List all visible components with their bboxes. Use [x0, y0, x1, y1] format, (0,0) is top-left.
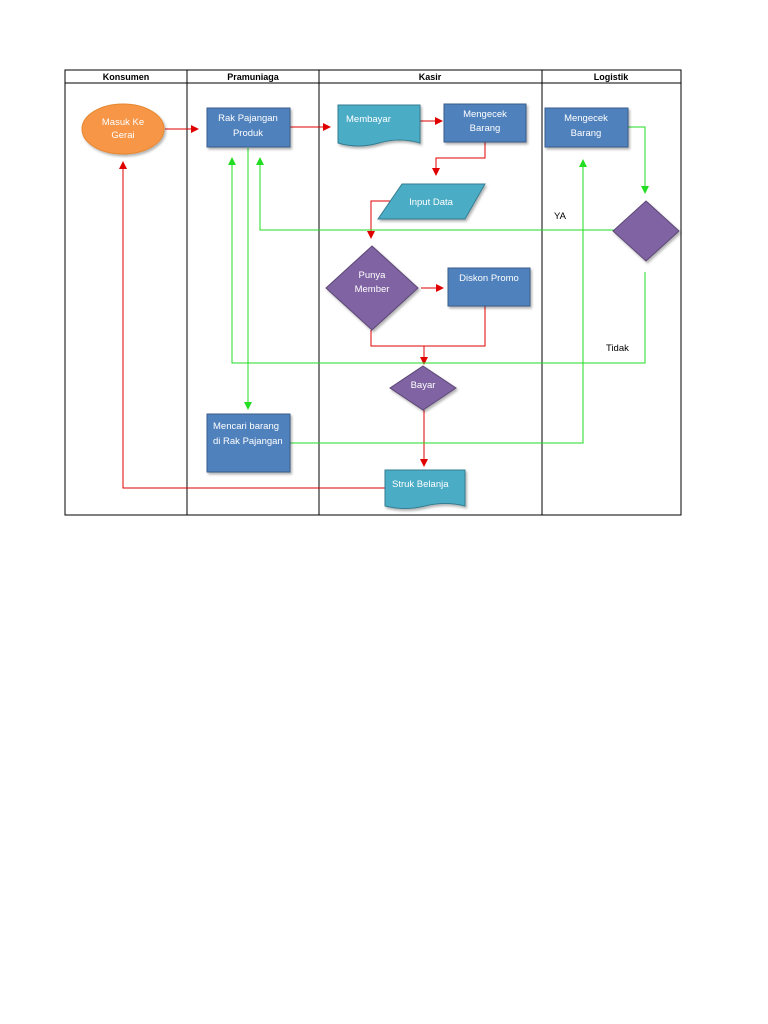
connector-decision-tidak-to-rak	[228, 157, 646, 364]
node-bayar: Bayar	[389, 365, 457, 411]
node-rak-pajangan-produk: Rak Pajangan Produk	[206, 107, 291, 148]
node-punya-member: Punya Member	[325, 245, 419, 331]
connector-input-to-punya	[367, 200, 391, 239]
label-tidak: Tidak	[606, 343, 629, 354]
node-mengecek-logistik-line1: Mengecek	[564, 113, 608, 124]
node-diskon-label: Diskon Promo	[459, 273, 519, 284]
connector-struk-to-masuk	[119, 161, 385, 489]
red-connectors	[119, 117, 486, 489]
connector-decision-ya-to-rak	[256, 157, 614, 231]
node-bayar-label: Bayar	[411, 380, 436, 391]
node-rak-line2: Produk	[233, 128, 263, 139]
node-struk-label: Struk Belanja	[392, 479, 449, 490]
node-mengecek-kasir-line2: Barang	[470, 123, 501, 134]
connector-logistik-to-decision	[628, 126, 649, 194]
node-mencari-line2: di Rak Pajangan	[213, 436, 283, 447]
node-membayar: Membayar	[337, 104, 421, 147]
node-membayar-label: Membayar	[346, 114, 391, 125]
lane-header-logistik: Logistik	[594, 72, 629, 82]
node-masuk-line1: Masuk Ke	[102, 117, 144, 128]
node-input-data: Input Data	[377, 183, 486, 220]
connector-punya-to-bayar	[370, 330, 428, 365]
label-ya: YA	[554, 211, 567, 222]
node-masuk-line2: Gerai	[111, 130, 134, 141]
node-punya-line2: Member	[355, 284, 390, 295]
node-masuk-ke-gerai: Masuk Ke Gerai	[81, 103, 165, 155]
node-mengecek-logistik-line2: Barang	[571, 128, 602, 139]
node-mengecek-kasir-line1: Mengecek	[463, 109, 507, 120]
node-diskon-promo: Diskon Promo	[447, 267, 531, 307]
node-mengecek-barang-logistik: Mengecek Barang	[544, 107, 629, 148]
swimlane-frame	[64, 69, 682, 516]
node-input-label: Input Data	[409, 197, 454, 208]
lane-header-pramuniaga: Pramuniaga	[227, 72, 280, 82]
node-mencari-line1: Mencari barang	[213, 421, 279, 432]
lane-header-kasir: Kasir	[419, 72, 442, 82]
lane-header-konsumen: Konsumen	[103, 72, 150, 82]
green-connectors	[228, 126, 649, 444]
node-struk-belanja: Struk Belanja	[384, 469, 466, 509]
connector-mencari-to-logistik	[290, 159, 587, 444]
connector-mengecek-to-input	[432, 142, 486, 176]
node-mengecek-barang-kasir: Mengecek Barang	[443, 103, 527, 143]
node-decision-logistik	[612, 200, 680, 262]
node-rak-line1: Rak Pajangan	[218, 113, 278, 124]
node-mencari-barang: Mencari barang di Rak Pajangan	[206, 413, 291, 473]
connector-diskon-to-bayar	[424, 306, 486, 347]
node-punya-line1: Punya	[359, 270, 387, 281]
